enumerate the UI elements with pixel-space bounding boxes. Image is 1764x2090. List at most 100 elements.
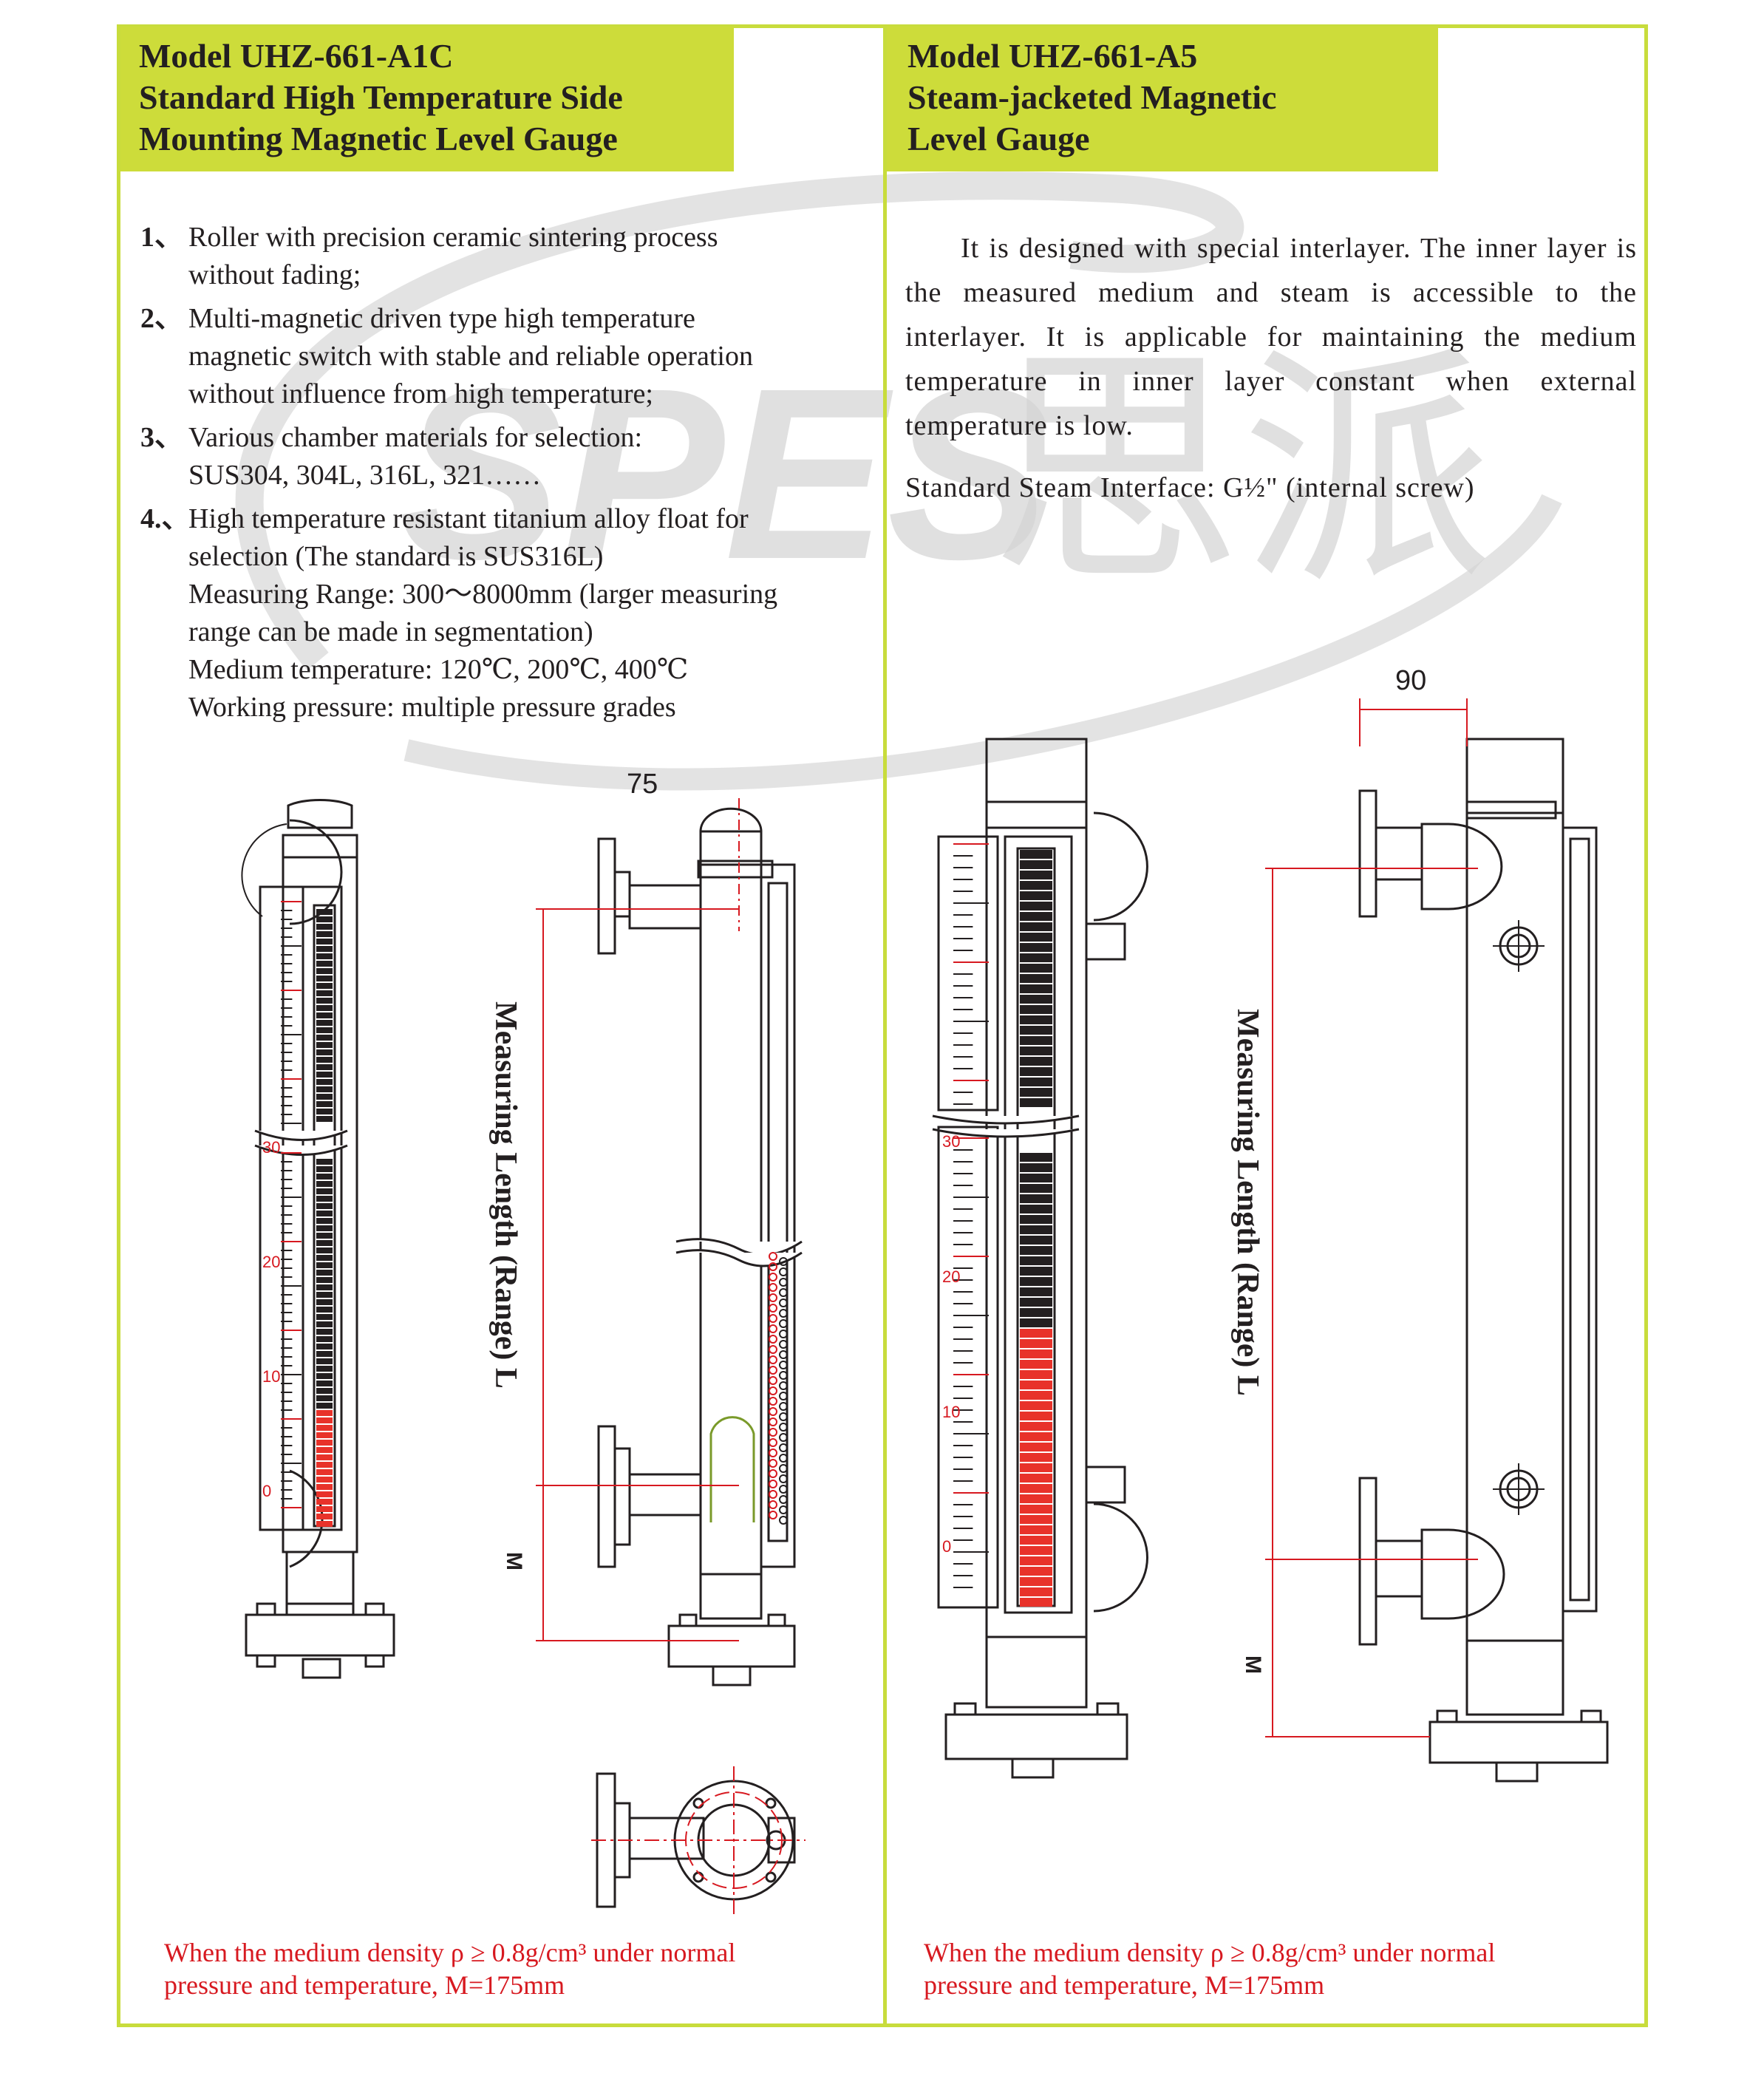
indicator-flap xyxy=(316,1116,333,1122)
coil-ring xyxy=(769,1304,777,1313)
indicator-flap xyxy=(316,1188,333,1194)
coil-ring xyxy=(779,1350,788,1359)
a1c-feature-list: 1、 Roller with precision ceramic sinteri… xyxy=(140,219,872,732)
coil-ring xyxy=(779,1443,788,1452)
coil-ring xyxy=(779,1402,788,1411)
coil-ring xyxy=(769,1314,777,1323)
list-item: 1、 Roller with precision ceramic sinteri… xyxy=(140,219,872,294)
indicator-flap xyxy=(316,961,333,967)
indicator-flap xyxy=(1020,1443,1052,1451)
indicator-flap xyxy=(1020,1546,1052,1555)
indicator-flap xyxy=(316,1240,333,1246)
coil-ring xyxy=(779,1267,788,1276)
indicator-flap xyxy=(316,1344,333,1349)
indicator-flap xyxy=(316,1506,333,1512)
indicator-flap xyxy=(316,1064,333,1070)
indicator-flap xyxy=(1020,1163,1052,1172)
indicator-flap xyxy=(1020,1005,1052,1014)
coil-ring xyxy=(779,1330,788,1338)
indicator-flap xyxy=(316,1203,333,1209)
indicator-flap xyxy=(316,1079,333,1085)
indicator-flap xyxy=(1020,871,1052,879)
coil-ring xyxy=(779,1433,788,1442)
indicator-flap xyxy=(1020,891,1052,900)
coil-ring xyxy=(779,1454,788,1463)
item-line: Multi-magnetic driven type high temperat… xyxy=(188,303,695,334)
coil-ring xyxy=(769,1273,777,1281)
indicator-flap xyxy=(316,1314,333,1320)
indicator-flap xyxy=(316,1454,333,1460)
indicator-flap xyxy=(1020,1287,1052,1296)
coil-ring xyxy=(779,1278,788,1287)
indicator-flap xyxy=(316,1181,333,1187)
indicator-flap xyxy=(1020,1046,1052,1055)
coil-ring xyxy=(769,1449,777,1457)
indicator-flap xyxy=(316,1211,333,1216)
coil-ring xyxy=(779,1298,788,1307)
indicator-flap xyxy=(316,1196,333,1202)
indicator-flap xyxy=(1020,1598,1052,1607)
coil-ring xyxy=(769,1252,777,1261)
indicator-flap xyxy=(1020,995,1052,1004)
scale-label: 20 xyxy=(262,1253,280,1271)
a1c-header-line: Model UHZ-661-A1C xyxy=(139,37,454,75)
a5-description-text: It is designed with special interlayer. … xyxy=(905,233,1637,441)
indicator-flap xyxy=(1020,1484,1052,1493)
indicator-flap xyxy=(316,1292,333,1298)
indicator-flap xyxy=(1020,1246,1052,1255)
indicator-flap xyxy=(1020,1088,1052,1097)
indicator-flap xyxy=(1020,1505,1052,1514)
indicator-flap xyxy=(316,1225,333,1231)
indicator-flap xyxy=(1020,1205,1052,1214)
indicator-flap xyxy=(1020,1256,1052,1265)
indicator-flap xyxy=(1020,1318,1052,1327)
indicator-flap xyxy=(316,1299,333,1305)
indicator-flap xyxy=(316,1366,333,1372)
indicator-flap xyxy=(1020,922,1052,931)
indicator-flap xyxy=(1020,1463,1052,1472)
indicator-flap xyxy=(316,1336,333,1342)
a5-description: It is designed with special interlayer. … xyxy=(905,226,1637,448)
indicator-flap xyxy=(1020,943,1052,952)
indicator-flap xyxy=(316,983,333,989)
indicator-flap xyxy=(1020,1556,1052,1565)
scale-label: 0 xyxy=(942,1537,951,1556)
coil-ring xyxy=(779,1309,788,1318)
indicator-flap xyxy=(1020,1277,1052,1286)
coil-ring xyxy=(779,1288,788,1297)
a1c-note-line: When the medium density ρ ≥ 0.8g/cm³ und… xyxy=(164,1938,736,1967)
coil-ring xyxy=(769,1293,777,1302)
coil-ring xyxy=(779,1495,788,1504)
indicator-flap xyxy=(316,1284,333,1290)
coil-ring xyxy=(769,1376,777,1385)
indicator-flap xyxy=(316,916,333,922)
indicator-flap xyxy=(316,939,333,944)
indicator-flap xyxy=(316,1035,333,1041)
indicator-flap xyxy=(316,1484,333,1490)
coil-ring xyxy=(769,1397,777,1406)
indicator-flap xyxy=(316,1270,333,1276)
indicator-flap xyxy=(1020,860,1052,869)
item-line: High temperature resistant titanium allo… xyxy=(188,503,749,534)
indicator-flap xyxy=(1020,850,1052,859)
indicator-flap xyxy=(1020,1057,1052,1066)
indicator-flap xyxy=(1020,1349,1052,1358)
indicator-flap xyxy=(316,1462,333,1468)
indicator-flap xyxy=(316,1094,333,1100)
indicator-flap xyxy=(316,946,333,952)
indicator-flap xyxy=(1020,1215,1052,1224)
list-item: 2、 Multi-magnetic driven type high tempe… xyxy=(140,300,872,413)
a5-note-line: When the medium density ρ ≥ 0.8g/cm³ und… xyxy=(924,1938,1496,1967)
indicator-flap xyxy=(1020,974,1052,983)
indicator-flap xyxy=(316,1042,333,1048)
item-line: magnetic switch with stable and reliable… xyxy=(188,341,753,372)
coil-ring xyxy=(779,1474,788,1483)
list-item: 3、 Various chamber materials for selecti… xyxy=(140,419,872,494)
item-line: Roller with precision ceramic sintering … xyxy=(188,222,718,253)
indicator-flap xyxy=(1020,1515,1052,1524)
indicator-flap xyxy=(1020,1422,1052,1431)
scale-label: 30 xyxy=(262,1138,280,1157)
indicator-flap xyxy=(316,968,333,974)
